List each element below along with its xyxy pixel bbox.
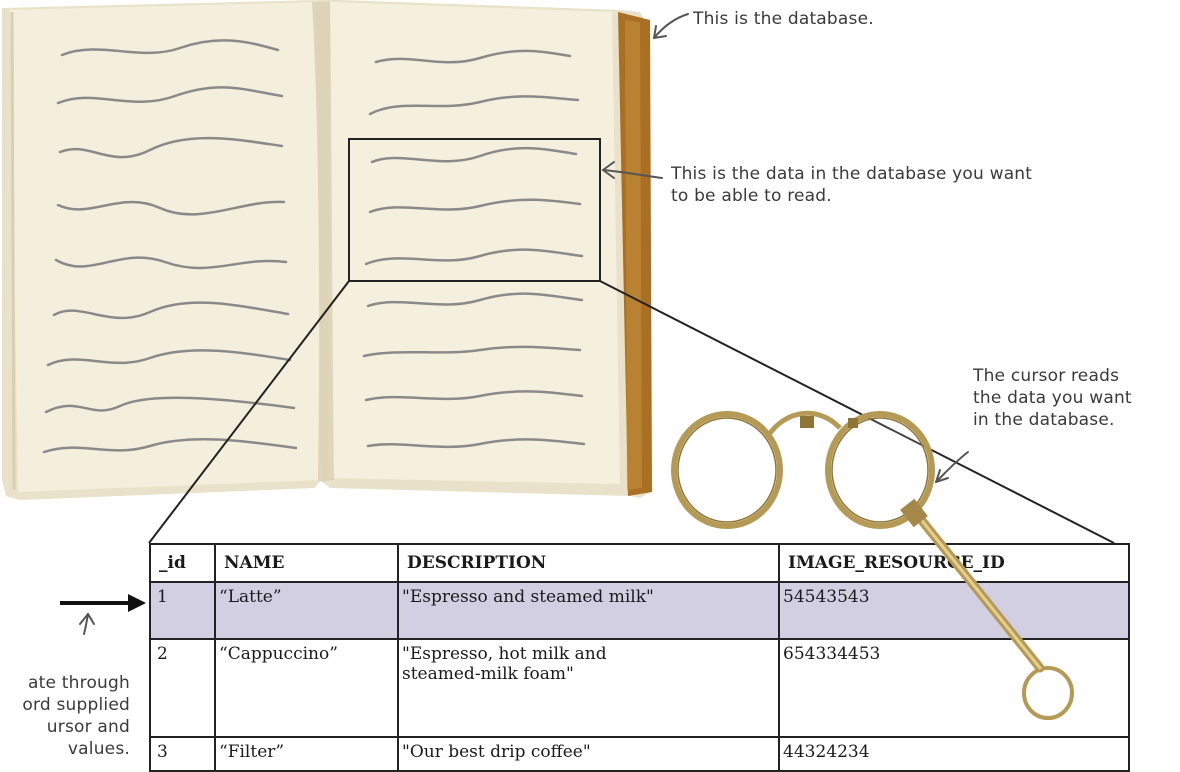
table-header-row: _id NAME DESCRIPTION IMAGE_RESOURCE_ID [149,543,1130,583]
table-row[interactable]: 1 “Latte” "Espresso and steamed milk" 54… [149,581,1130,640]
cursor-annotation: The cursor reads the data you want in th… [973,365,1132,431]
data-arrow-icon [602,169,663,179]
pointer-arrow-icon [60,594,146,612]
database-table: _id NAME DESCRIPTION IMAGE_RESOURCE_ID 1… [149,543,1130,772]
cursor-annotation-line: The cursor reads [973,366,1120,386]
cell-description: "Espresso, hot milk and steamed-milk foa… [397,638,780,738]
cell-id: 2 [149,638,216,738]
cell-description: "Our best drip coffee" [397,736,780,772]
db-arrow-icon [653,13,689,39]
database-annotation-text: This is the database. [693,9,874,29]
cursor-arrow-icon [935,451,969,483]
iterate-annotation: ate through ord supplied ursor and value… [0,672,130,760]
cell-id: 3 [149,736,216,772]
column-header-id: _id [149,543,216,583]
cell-description-text: "Espresso, hot milk and steamed-milk foa… [402,644,607,684]
cell-description: "Espresso and steamed milk" [397,581,780,640]
data-annotation-line: This is the data in the database you wan… [671,164,1033,184]
selected-data-box [348,138,601,282]
cell-image-resource-id: 44324234 [778,736,1130,772]
open-book-illustration [2,0,652,500]
data-annotation-line: to be able to read. [671,186,832,206]
database-annotation: This is the database. [693,8,874,30]
cell-name: “Latte” [214,581,399,640]
iterate-annotation-line: ord supplied [22,695,130,715]
cell-name: “Cappuccino” [214,638,399,738]
iterate-annotation-line: values. [67,739,130,759]
iterate-annotation-line: ate through [28,673,130,693]
cursor-annotation-line: in the database. [973,410,1115,430]
table-row[interactable]: 3 “Filter” "Our best drip coffee" 443242… [149,736,1130,772]
cursor-annotation-line: the data you want [973,388,1132,408]
column-header-name: NAME [214,543,399,583]
cell-id: 1 [149,581,216,640]
cell-image-resource-id: 654334453 [778,638,1130,738]
iterate-annotation-line: ursor and [46,717,130,737]
table-row[interactable]: 2 “Cappuccino” "Espresso, hot milk and s… [149,638,1130,738]
cell-image-resource-id: 54543543 [778,581,1130,640]
zoom-line-left [148,280,350,544]
data-annotation: This is the data in the database you wan… [671,163,1032,207]
cell-name: “Filter” [214,736,399,772]
column-header-image-resource-id: IMAGE_RESOURCE_ID [778,543,1130,583]
column-header-description: DESCRIPTION [397,543,780,583]
